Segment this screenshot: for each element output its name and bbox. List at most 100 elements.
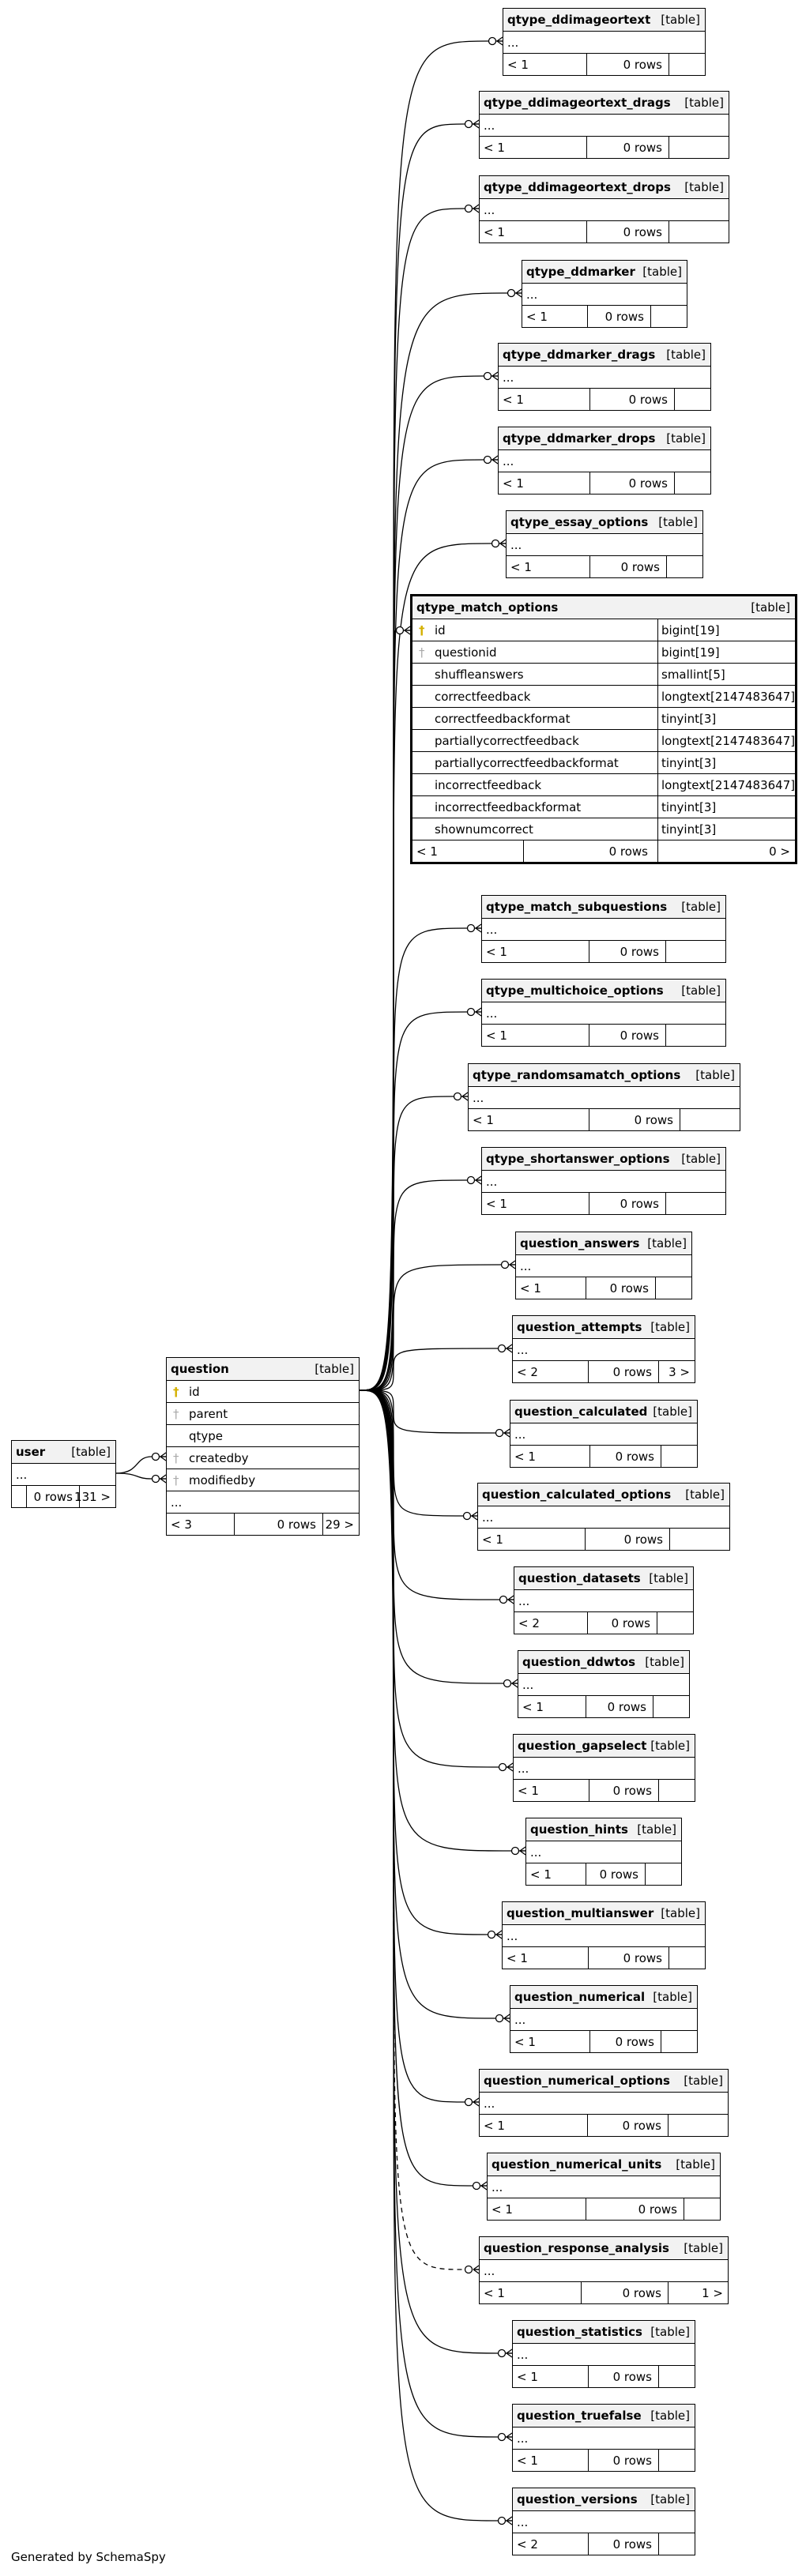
table-name[interactable]: question_truefalse	[517, 2409, 642, 2423]
table-name[interactable]: qtype_match_options	[416, 600, 559, 615]
parent-count[interactable]: < 1	[486, 1029, 507, 1043]
parent-count[interactable]: < 1	[486, 945, 507, 959]
parent-count[interactable]: < 1	[530, 1867, 552, 1882]
table-question-calculated-options[interactable]: question_calculated_options[table]...< 1…	[477, 1483, 730, 1551]
column-row[interactable]: †modifiedby	[167, 1469, 359, 1491]
column-row[interactable]: †createdby	[167, 1446, 359, 1469]
parent-count[interactable]: < 1	[492, 2202, 513, 2217]
table-name[interactable]: qtype_essay_options	[510, 515, 649, 529]
child-count[interactable]: 131 >	[74, 1490, 111, 1504]
table-name[interactable]: question_calculated	[514, 1405, 648, 1419]
parent-count[interactable]: < 1	[482, 1532, 503, 1547]
parent-count[interactable]: < 1	[526, 310, 548, 324]
table-name[interactable]: qtype_multichoice_options	[486, 983, 664, 998]
table-name[interactable]: question_numerical	[514, 1990, 646, 2004]
parent-count[interactable]: < 1	[517, 2454, 538, 2468]
table-name[interactable]: question_response_analysis	[484, 2241, 669, 2255]
column-row[interactable]: †id	[167, 1380, 359, 1402]
child-count[interactable]: 1 >	[702, 2286, 723, 2300]
child-count[interactable]: 3 >	[669, 1365, 690, 1379]
table-name[interactable]: question_multianswer	[507, 1906, 654, 1920]
parent-count[interactable]: < 2	[517, 1365, 538, 1379]
table-name[interactable]: qtype_ddimageortext_drops	[484, 180, 671, 194]
table-name[interactable]: qtype_shortanswer_options	[486, 1152, 670, 1166]
parent-count[interactable]: < 1	[484, 2119, 505, 2133]
table-name[interactable]: qtype_ddimageortext	[507, 13, 651, 27]
table-name[interactable]: question	[171, 1362, 229, 1376]
table-name[interactable]: qtype_ddmarker_drops	[503, 431, 656, 446]
table-name[interactable]: qtype_ddimageortext_drags	[484, 96, 671, 110]
parent-count[interactable]: < 3	[171, 1517, 192, 1532]
table-name[interactable]: question_numerical_options	[484, 2074, 670, 2088]
table-name[interactable]: question_datasets	[518, 1571, 641, 1585]
table-name[interactable]: question_ddwtos	[522, 1655, 636, 1669]
child-count[interactable]: 29 >	[325, 1517, 354, 1532]
table-name[interactable]: qtype_ddmarker	[526, 265, 635, 279]
table-qtype-randomsamatch-options[interactable]: qtype_randomsamatch_options[table]...< 1…	[468, 1063, 740, 1131]
table-name[interactable]: qtype_match_subquestions	[486, 900, 668, 914]
parent-count[interactable]: < 2	[518, 1616, 540, 1630]
parent-count[interactable]: < 1	[503, 393, 524, 407]
parent-count[interactable]: < 2	[517, 2537, 538, 2552]
parent-count[interactable]: < 1	[473, 1113, 494, 1127]
column-row[interactable]: †parent	[167, 1402, 359, 1424]
parent-count[interactable]: < 1	[416, 844, 438, 859]
table-name[interactable]: question_versions	[517, 2492, 638, 2506]
parent-count[interactable]: < 1	[484, 2286, 505, 2300]
parent-count[interactable]: < 1	[484, 225, 505, 239]
table-name[interactable]: question_calculated_options	[482, 1487, 672, 1502]
parent-count[interactable]: < 1	[517, 2370, 538, 2384]
table-name[interactable]: qtype_randomsamatch_options	[473, 1068, 681, 1082]
table-name[interactable]: qtype_ddmarker_drags	[503, 348, 656, 362]
parent-count[interactable]: < 1	[510, 560, 532, 574]
table-name[interactable]: question_answers	[520, 1236, 640, 1250]
parent-count[interactable]: < 1	[520, 1281, 541, 1296]
table-name[interactable]: question_numerical_units	[492, 2157, 662, 2172]
table-name[interactable]: question_attempts	[517, 1320, 642, 1334]
table-name[interactable]: user	[16, 1445, 46, 1459]
parent-count[interactable]: < 1	[507, 58, 529, 72]
table-name[interactable]: question_gapselect	[518, 1739, 647, 1753]
parent-count[interactable]: < 1	[503, 476, 524, 491]
table-name[interactable]: question_hints	[530, 1822, 628, 1837]
parent-count[interactable]: < 1	[522, 1700, 544, 1714]
table-name[interactable]: question_statistics	[517, 2325, 642, 2339]
parent-count[interactable]: < 1	[484, 141, 505, 155]
parent-count[interactable]: < 1	[514, 2035, 536, 2049]
parent-count[interactable]: < 1	[507, 1951, 528, 1965]
